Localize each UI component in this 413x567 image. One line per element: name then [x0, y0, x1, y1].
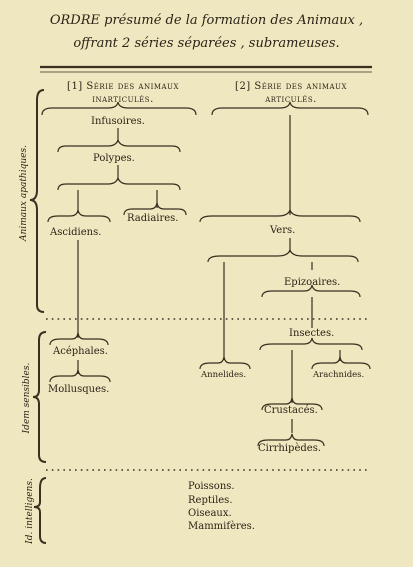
label-ascidiens: Ascidiens. [50, 227, 102, 238]
label-mammiferes: Mammifères. [188, 521, 255, 532]
label-infusoires: Infusoires. [91, 116, 145, 127]
brace-split1 [57, 176, 181, 191]
label-annelides: Annelides. [201, 370, 247, 380]
brace-intelligens [33, 477, 47, 544]
label-vers: Vers. [270, 225, 296, 236]
brace-arachnides [311, 356, 371, 370]
brace-crustaces [261, 397, 323, 411]
side-label-sensibles: Idem sensibles. [22, 362, 32, 434]
label-polypes: Polypes. [93, 153, 135, 164]
side-label-intelligens: Id. intelligens. [25, 478, 35, 544]
brace-polypes [57, 138, 181, 153]
side-label-apathiques: Animaux apathiques. [19, 145, 29, 241]
brace-mollusques [49, 369, 111, 383]
brace-annelides [199, 356, 251, 370]
diagram-title: ORDRE présumé de la formation des Animau… [0, 14, 413, 27]
brace-split2 [207, 248, 359, 263]
series2-heading-line2: articulés. [265, 94, 317, 105]
label-poissons: Poissons. [188, 481, 235, 492]
brace-insectes [259, 337, 363, 351]
series1-heading-line2: inarticulés. [92, 94, 154, 105]
brace-sensibles [32, 331, 47, 463]
label-insectes: Insectes. [289, 328, 335, 339]
label-oiseaux: Oiseaux. [188, 508, 232, 519]
brace-radiaires [123, 202, 187, 216]
series2-number: [2] [235, 81, 251, 92]
brace-ascidiens [47, 209, 111, 223]
brace-epizoaires [261, 284, 361, 298]
series2-title: Série des animaux [254, 81, 347, 92]
series2-heading-line1: [2] Série des animaux [212, 82, 370, 92]
label-reptiles: Reptiles. [188, 495, 233, 506]
brace-vers [199, 208, 361, 223]
brace-cirrhipedes [257, 433, 325, 447]
brace-acephales [49, 332, 109, 346]
label-mollusques: Mollusques. [48, 384, 110, 395]
brace-series1 [41, 101, 197, 116]
label-cirrhipedes: Cirrhipèdes. [258, 443, 321, 454]
series1-heading-line1: [1] Série des animaux [48, 82, 198, 92]
diagram-subtitle: offrant 2 séries séparées , subrameuses. [73, 36, 340, 51]
label-arachnides: Arachnides. [313, 370, 365, 380]
brace-apathiques [29, 89, 45, 313]
label-acephales: Acéphales. [53, 346, 108, 357]
label-radiaires: Radiaires. [127, 213, 179, 224]
series1-number: [1] [67, 81, 83, 92]
series1-title: Série des animaux [86, 81, 179, 92]
label-crustaces: Crustacés. [264, 405, 318, 416]
title-line1: présumé de la formation des Animaux , [99, 13, 364, 28]
brace-series2 [211, 101, 369, 116]
label-epizoaires: Epizoaires. [284, 277, 341, 288]
title-prefix: ORDRE [49, 13, 100, 28]
